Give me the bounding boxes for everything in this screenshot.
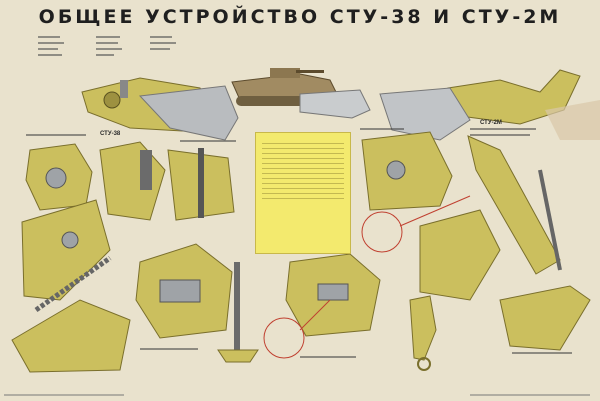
part-jack-screw [217,262,259,363]
part-right-plate [499,285,591,351]
plough-stu2m-assembly [379,69,600,141]
part-right-shaft [467,135,562,275]
tank-illustration [231,68,371,119]
part-spring-unit [167,148,235,221]
highlight-connector-bottom [299,299,331,331]
part-hook [409,295,437,371]
part-blade-lower-left [11,299,131,373]
footer-strip [4,394,590,396]
specification-table [255,132,351,254]
plough-stu38-assembly [81,77,239,141]
legend-left [38,36,176,56]
part-arm [21,199,111,301]
part-gearbox [135,243,233,339]
part-mount-bracket [25,143,93,211]
part-right-mount [361,131,453,211]
part-right-lever [419,209,501,301]
caption-bars [26,128,572,358]
stu38-label: СТУ-38 [100,131,121,137]
stu2m-label: СТУ-2М [480,120,502,126]
part-chain [34,255,112,313]
highlight-circle-bottom [263,317,305,359]
part-hinge [99,141,166,221]
poster-title: ОБЩЕЕ УСТРОЙСТВО СТУ-38 И СТУ-2М [38,6,562,28]
part-lock-mechanism [285,253,381,337]
highlight-circle-right [361,211,403,253]
highlight-connector-right [399,195,471,227]
